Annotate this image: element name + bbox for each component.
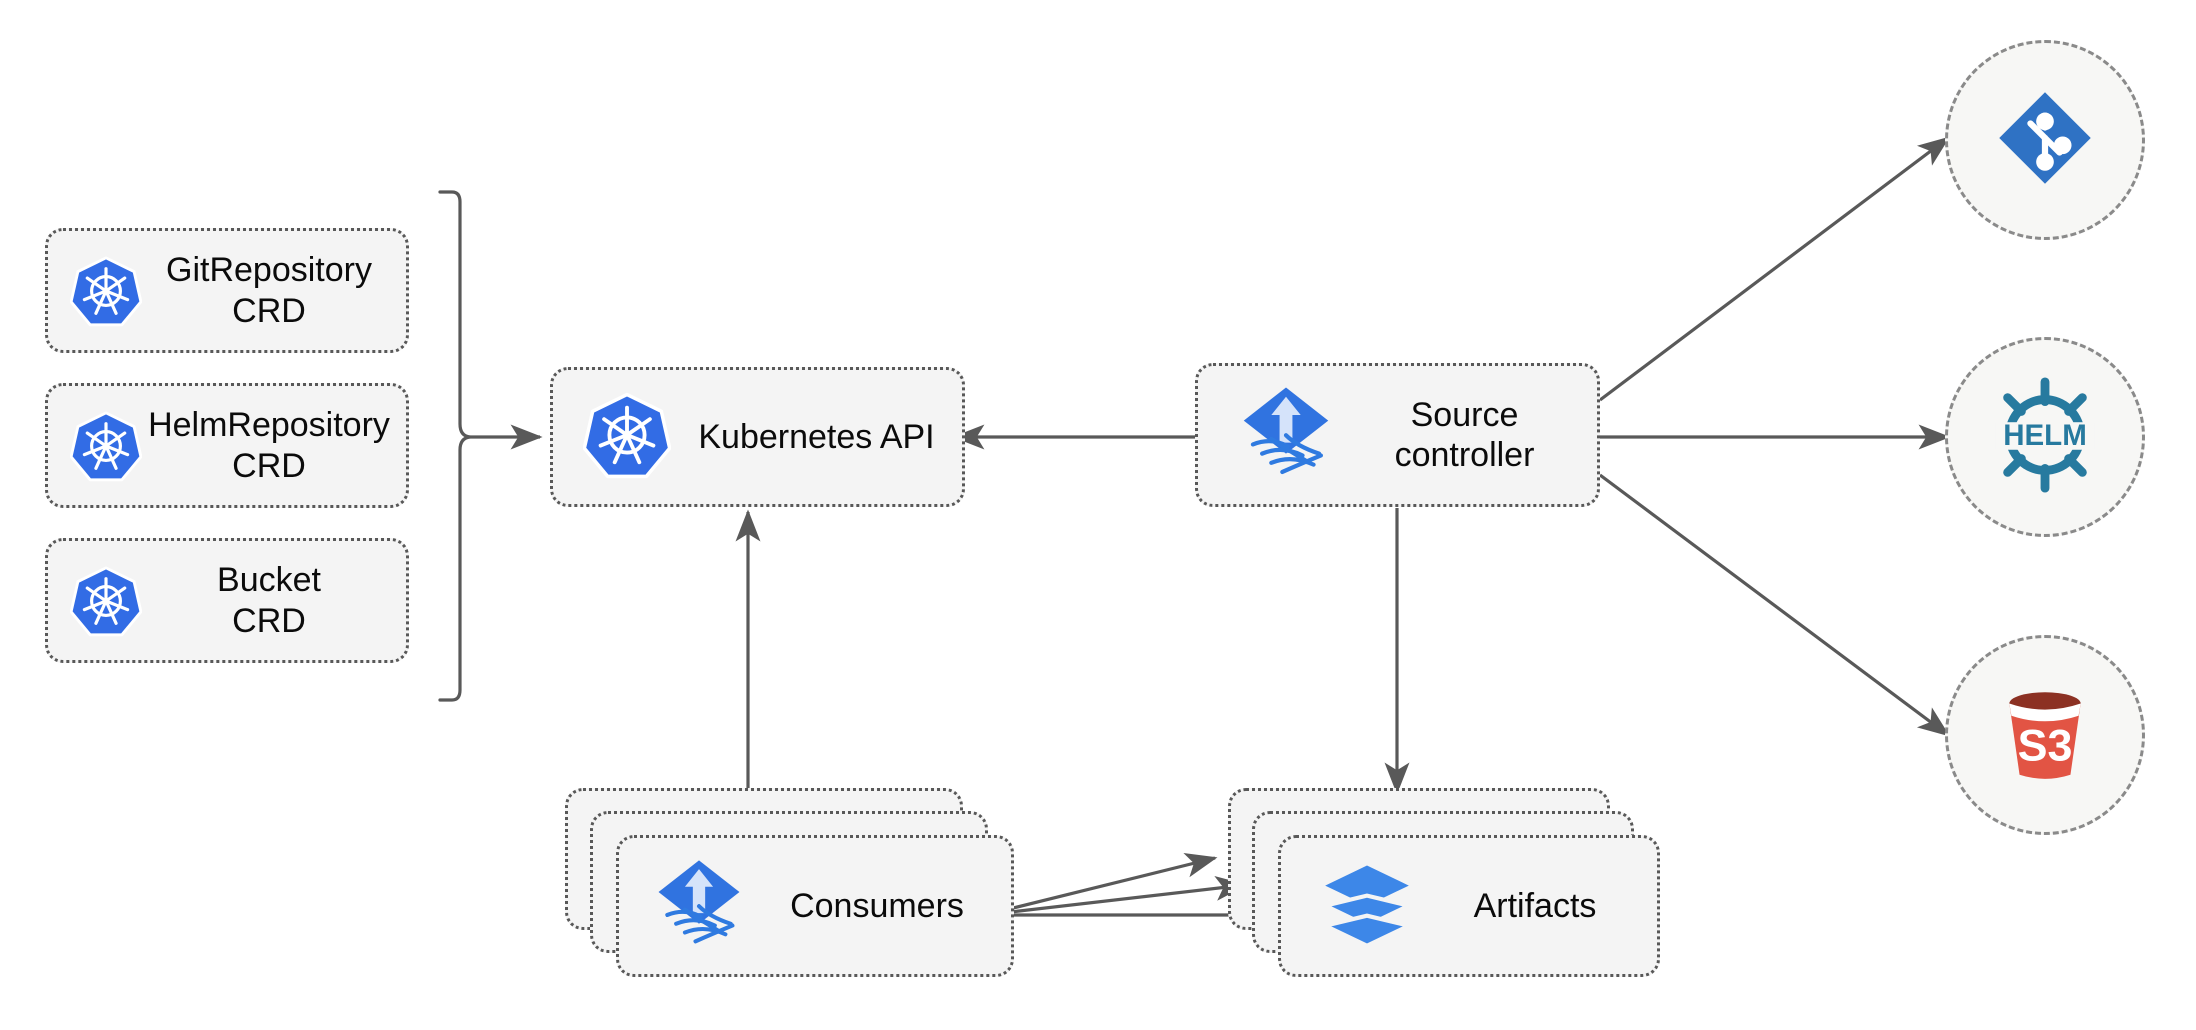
git-icon bbox=[1993, 86, 2097, 195]
source-circle-s3[interactable]: S3 bbox=[1945, 635, 2145, 835]
kubernetes-icon bbox=[582, 391, 672, 484]
node-label-source-controller: Source controller bbox=[1394, 395, 1535, 474]
edge-consumers-to-artifacts-2 bbox=[984, 875, 1248, 917]
kubernetes-icon bbox=[69, 565, 143, 637]
crd-label: Bucket CRD bbox=[217, 561, 321, 640]
crd-label: GitRepository CRD bbox=[166, 251, 372, 330]
crd-group-brace bbox=[438, 190, 471, 702]
node-label-artifacts: Artifacts bbox=[1473, 886, 1597, 925]
flux-icon bbox=[655, 855, 743, 957]
crd-card-gitrepository[interactable]: GitRepository CRD bbox=[45, 228, 409, 353]
crd-label-wrap: Bucket CRD bbox=[142, 560, 406, 640]
crd-card-helmrepository[interactable]: HelmRepository CRD bbox=[45, 383, 409, 508]
source-circle-git[interactable] bbox=[1945, 40, 2145, 240]
node-label-kubernetes-api: Kubernetes API bbox=[698, 417, 935, 456]
node-source-controller[interactable]: Source controller bbox=[1195, 363, 1600, 507]
source-circle-helm[interactable]: HELM bbox=[1945, 337, 2145, 537]
node-artifacts[interactable]: Artifacts bbox=[1278, 835, 1660, 977]
node-consumers[interactable]: Consumers bbox=[616, 835, 1014, 977]
node-label-consumers: Consumers bbox=[790, 886, 964, 925]
flux-icon bbox=[1240, 382, 1332, 488]
crd-card-bucket[interactable]: Bucket CRD bbox=[45, 538, 409, 663]
edge-source-to-git bbox=[1599, 136, 1951, 402]
crd-label-wrap: HelmRepository CRD bbox=[142, 405, 406, 485]
s3-bucket-icon: S3 bbox=[1989, 677, 2101, 794]
kubernetes-icon bbox=[69, 410, 143, 482]
s3-label: S3 bbox=[2018, 720, 2073, 770]
crd-label-wrap: GitRepository CRD bbox=[142, 250, 406, 330]
helm-label: HELM bbox=[2003, 418, 2087, 451]
edge-consumers-to-artifacts-1 bbox=[984, 852, 1218, 917]
layers-icon bbox=[1318, 862, 1416, 951]
helm-icon: HELM bbox=[1986, 376, 2104, 499]
node-kubernetes-api[interactable]: Kubernetes API bbox=[550, 367, 965, 507]
kubernetes-icon bbox=[69, 255, 143, 327]
crd-label: HelmRepository CRD bbox=[148, 406, 390, 485]
edge-source-to-s3 bbox=[1599, 473, 1951, 737]
